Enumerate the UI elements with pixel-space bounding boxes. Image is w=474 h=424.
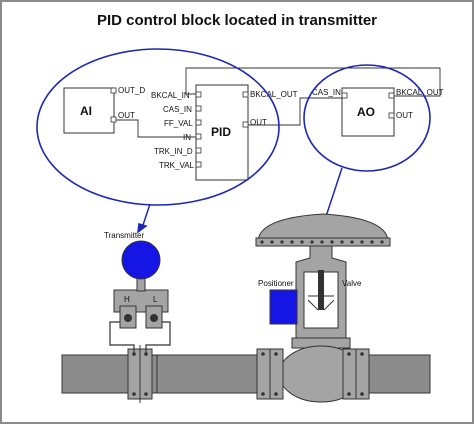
pid-port-out (242, 121, 249, 128)
pid-input-label: FF_VAL (164, 119, 193, 128)
ao-block: AO CAS_IN BKCAL_OUT OUT (312, 87, 444, 137)
ao-out-label: OUT (396, 111, 413, 120)
pid-block: PID BKCAL_IN CAS_IN FF_VAL IN TRK_IN_D T… (151, 84, 298, 181)
transmitter-flanges (127, 345, 153, 403)
ai-out-d-label: OUT_D (118, 86, 145, 95)
valve-callout-ellipse (303, 64, 431, 172)
pid-input-label: CAS_IN (163, 105, 192, 114)
ai-port-out-d (110, 87, 117, 94)
ao-port-out (388, 112, 395, 119)
ai-block: AI OUT_D OUT (63, 86, 145, 134)
pid-block-name: PID (211, 125, 231, 139)
transmitter: Transmitter H L (104, 231, 171, 355)
pid-bkcal-out-label: BKCAL_OUT (250, 90, 298, 99)
pid-out-label: OUT (250, 118, 267, 127)
transmitter-arrowhead (137, 223, 148, 234)
pid-input-label: TRK_IN_D (154, 147, 193, 156)
transmitter-head (121, 240, 161, 280)
valve-positioner (269, 289, 298, 325)
pid-input-label: IN (183, 133, 191, 142)
ao-block-name: AO (357, 105, 375, 119)
watermark: InstrumentationTools.com (325, 405, 463, 417)
valve-actuator (257, 213, 389, 243)
pid-port-in (195, 133, 202, 140)
ai-port-out (110, 116, 117, 123)
positioner-label: Positioner (258, 279, 294, 288)
pid-port-trk-in-d (195, 147, 202, 154)
process-pipe (61, 354, 431, 394)
pid-port-bkcal-in (195, 91, 202, 98)
ao-port-cas-in (341, 92, 348, 99)
ao-cas-in-label: CAS_IN (312, 88, 341, 97)
ao-bkcal-out-label: BKCAL_OUT (396, 88, 444, 97)
pid-port-ff-val (195, 119, 202, 126)
ai-block-name: AI (80, 104, 92, 118)
pid-port-trk-val (195, 161, 202, 168)
ai-out-label: OUT (118, 111, 135, 120)
low-side-label: L (153, 295, 158, 304)
valve-label: Valve (342, 279, 362, 288)
diagram-title: PID control block located in transmitter (96, 12, 378, 29)
ao-port-bkcal-out (388, 92, 395, 99)
pid-input-label: BKCAL_IN (151, 91, 190, 100)
pid-port-bkcal-out (242, 91, 249, 98)
pid-port-cas-in (195, 105, 202, 112)
transmitter-arrow (141, 203, 151, 229)
control-valve: Positioner Valve (255, 213, 391, 403)
pid-input-label: TRK_VAL (159, 161, 195, 170)
high-side-label: H (124, 295, 130, 304)
block-wiring (116, 67, 441, 138)
transmitter-callout-ellipse (36, 48, 280, 206)
transmitter-label: Transmitter (104, 231, 144, 240)
